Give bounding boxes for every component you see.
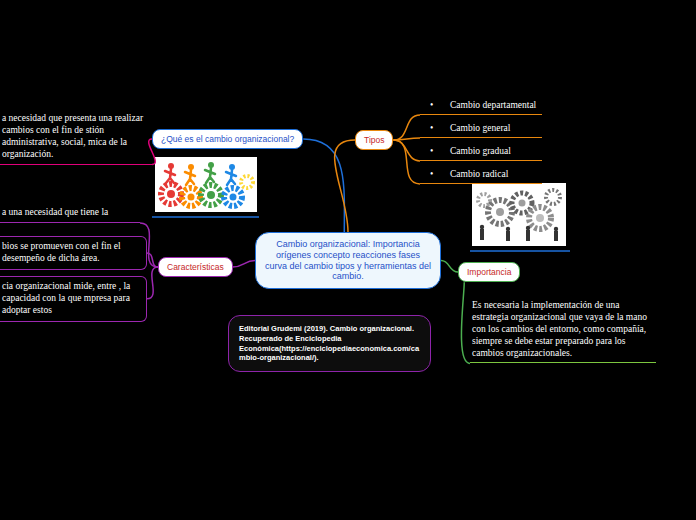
node-text: Cambio departamental xyxy=(450,100,536,112)
topic-box: ¿Qué es el cambio organizacional? xyxy=(152,129,303,149)
image-underline xyxy=(470,250,570,252)
node-text: Importancia xyxy=(467,267,511,277)
bullet-item: •Cambio general xyxy=(420,121,542,138)
bullet-mark: • xyxy=(430,169,450,181)
bullet-mark: • xyxy=(430,146,450,158)
node-text: Editorial Grudemi (2019). Cambio organiz… xyxy=(239,324,420,363)
connector xyxy=(393,140,420,184)
bullet-item: •Cambio radical xyxy=(420,167,542,184)
node-text: Cambio gradual xyxy=(450,146,511,158)
node-text: Cambio general xyxy=(450,123,510,135)
bullet-item: •Cambio gradual xyxy=(420,144,542,161)
node-text: cia organizacional mide, entre , la capa… xyxy=(2,281,140,317)
central-topic: Cambio organizacional: Importancia oríge… xyxy=(255,232,441,289)
topic-box: Características xyxy=(158,257,233,277)
node-text: a necesidad que presenta una realizar ca… xyxy=(2,113,148,161)
reference-box: Editorial Grudemi (2019). Cambio organiz… xyxy=(228,315,431,372)
connector xyxy=(335,140,355,232)
connector xyxy=(233,261,255,268)
node-text: Cambio radical xyxy=(450,169,508,181)
node-text: bios se promueven con el fin el desempeñ… xyxy=(2,241,140,265)
topic-box: Importancia xyxy=(458,262,520,282)
connector xyxy=(461,282,470,363)
node-text: Tipos xyxy=(364,135,384,145)
note-text: Es necesaria la implementación de una es… xyxy=(470,297,656,363)
bullet-item: •Cambio departamental xyxy=(420,98,542,115)
gears-people-illustration xyxy=(472,183,566,246)
connector xyxy=(393,115,420,140)
note-box: bios se promueven con el fin el desempeñ… xyxy=(0,236,147,270)
topic-box: Tipos xyxy=(355,130,393,150)
node-text: a una necesidad que tiene la xyxy=(2,207,136,219)
image-underline xyxy=(152,216,259,218)
bullet-mark: • xyxy=(430,100,450,112)
connector xyxy=(147,253,158,267)
node-text: Características xyxy=(167,262,224,272)
connector xyxy=(140,223,158,267)
note-text: a una necesidad que tiene la xyxy=(0,204,140,223)
connector xyxy=(441,261,458,273)
connector xyxy=(303,139,344,232)
connector xyxy=(393,138,420,140)
bullet-mark: • xyxy=(430,123,450,135)
gears-illustration xyxy=(155,157,257,212)
connector xyxy=(147,267,158,299)
node-text: Cambio organizacional: Importancia oríge… xyxy=(264,239,432,282)
note-text: a necesidad que presenta una realizar ca… xyxy=(0,110,152,165)
node-text: Es necesaria la implementación de una es… xyxy=(472,300,652,359)
note-box: cia organizacional mide, entre , la capa… xyxy=(0,276,147,322)
node-text: ¿Qué es el cambio organizacional? xyxy=(161,134,294,144)
